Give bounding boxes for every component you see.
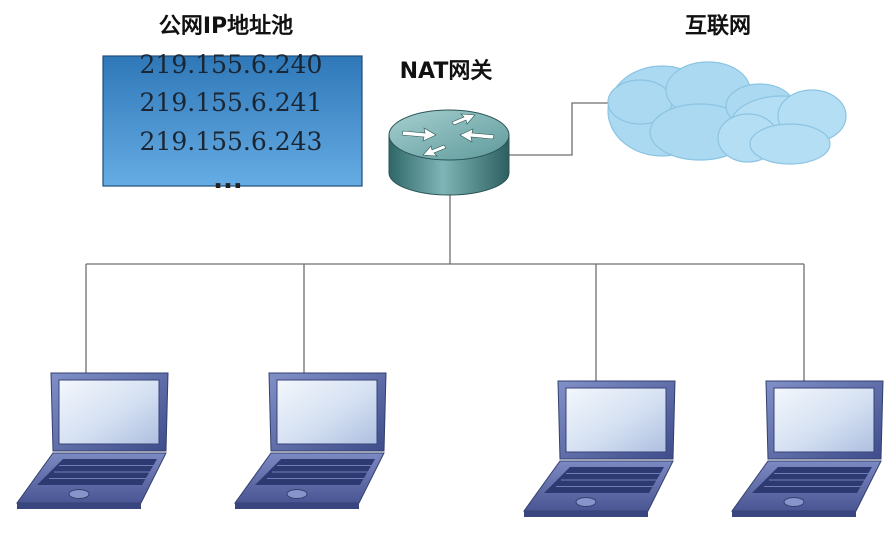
- cloud-icon: [607, 61, 847, 165]
- laptop-icon: [234, 372, 387, 510]
- pool-address-2: 219.155.6.241: [140, 88, 323, 117]
- laptop-icon: [16, 372, 169, 510]
- pool-address-1: 219.155.6.240: [140, 50, 323, 79]
- laptop-icon: [523, 380, 676, 518]
- nat-gateway: NAT网关: [388, 59, 510, 196]
- public-ip-pool: 公网IP地址池 219.155.6.240 219.155.6.241 219.…: [102, 14, 363, 195]
- router-icon: [388, 109, 510, 196]
- pool-address-3: 219.155.6.243: [140, 127, 323, 156]
- internet: 互联网: [607, 14, 847, 165]
- pool-box: [102, 55, 363, 187]
- pool-more-indicator: ...: [213, 165, 243, 195]
- internet-label: 互联网: [685, 14, 751, 39]
- host-laptops: [16, 372, 884, 518]
- pool-title: 公网IP地址池: [159, 14, 293, 39]
- gateway-label: NAT网关: [400, 59, 493, 84]
- laptop-icon: [731, 380, 884, 518]
- network-wires: [85, 102, 805, 381]
- internet-link-wire: [505, 102, 618, 156]
